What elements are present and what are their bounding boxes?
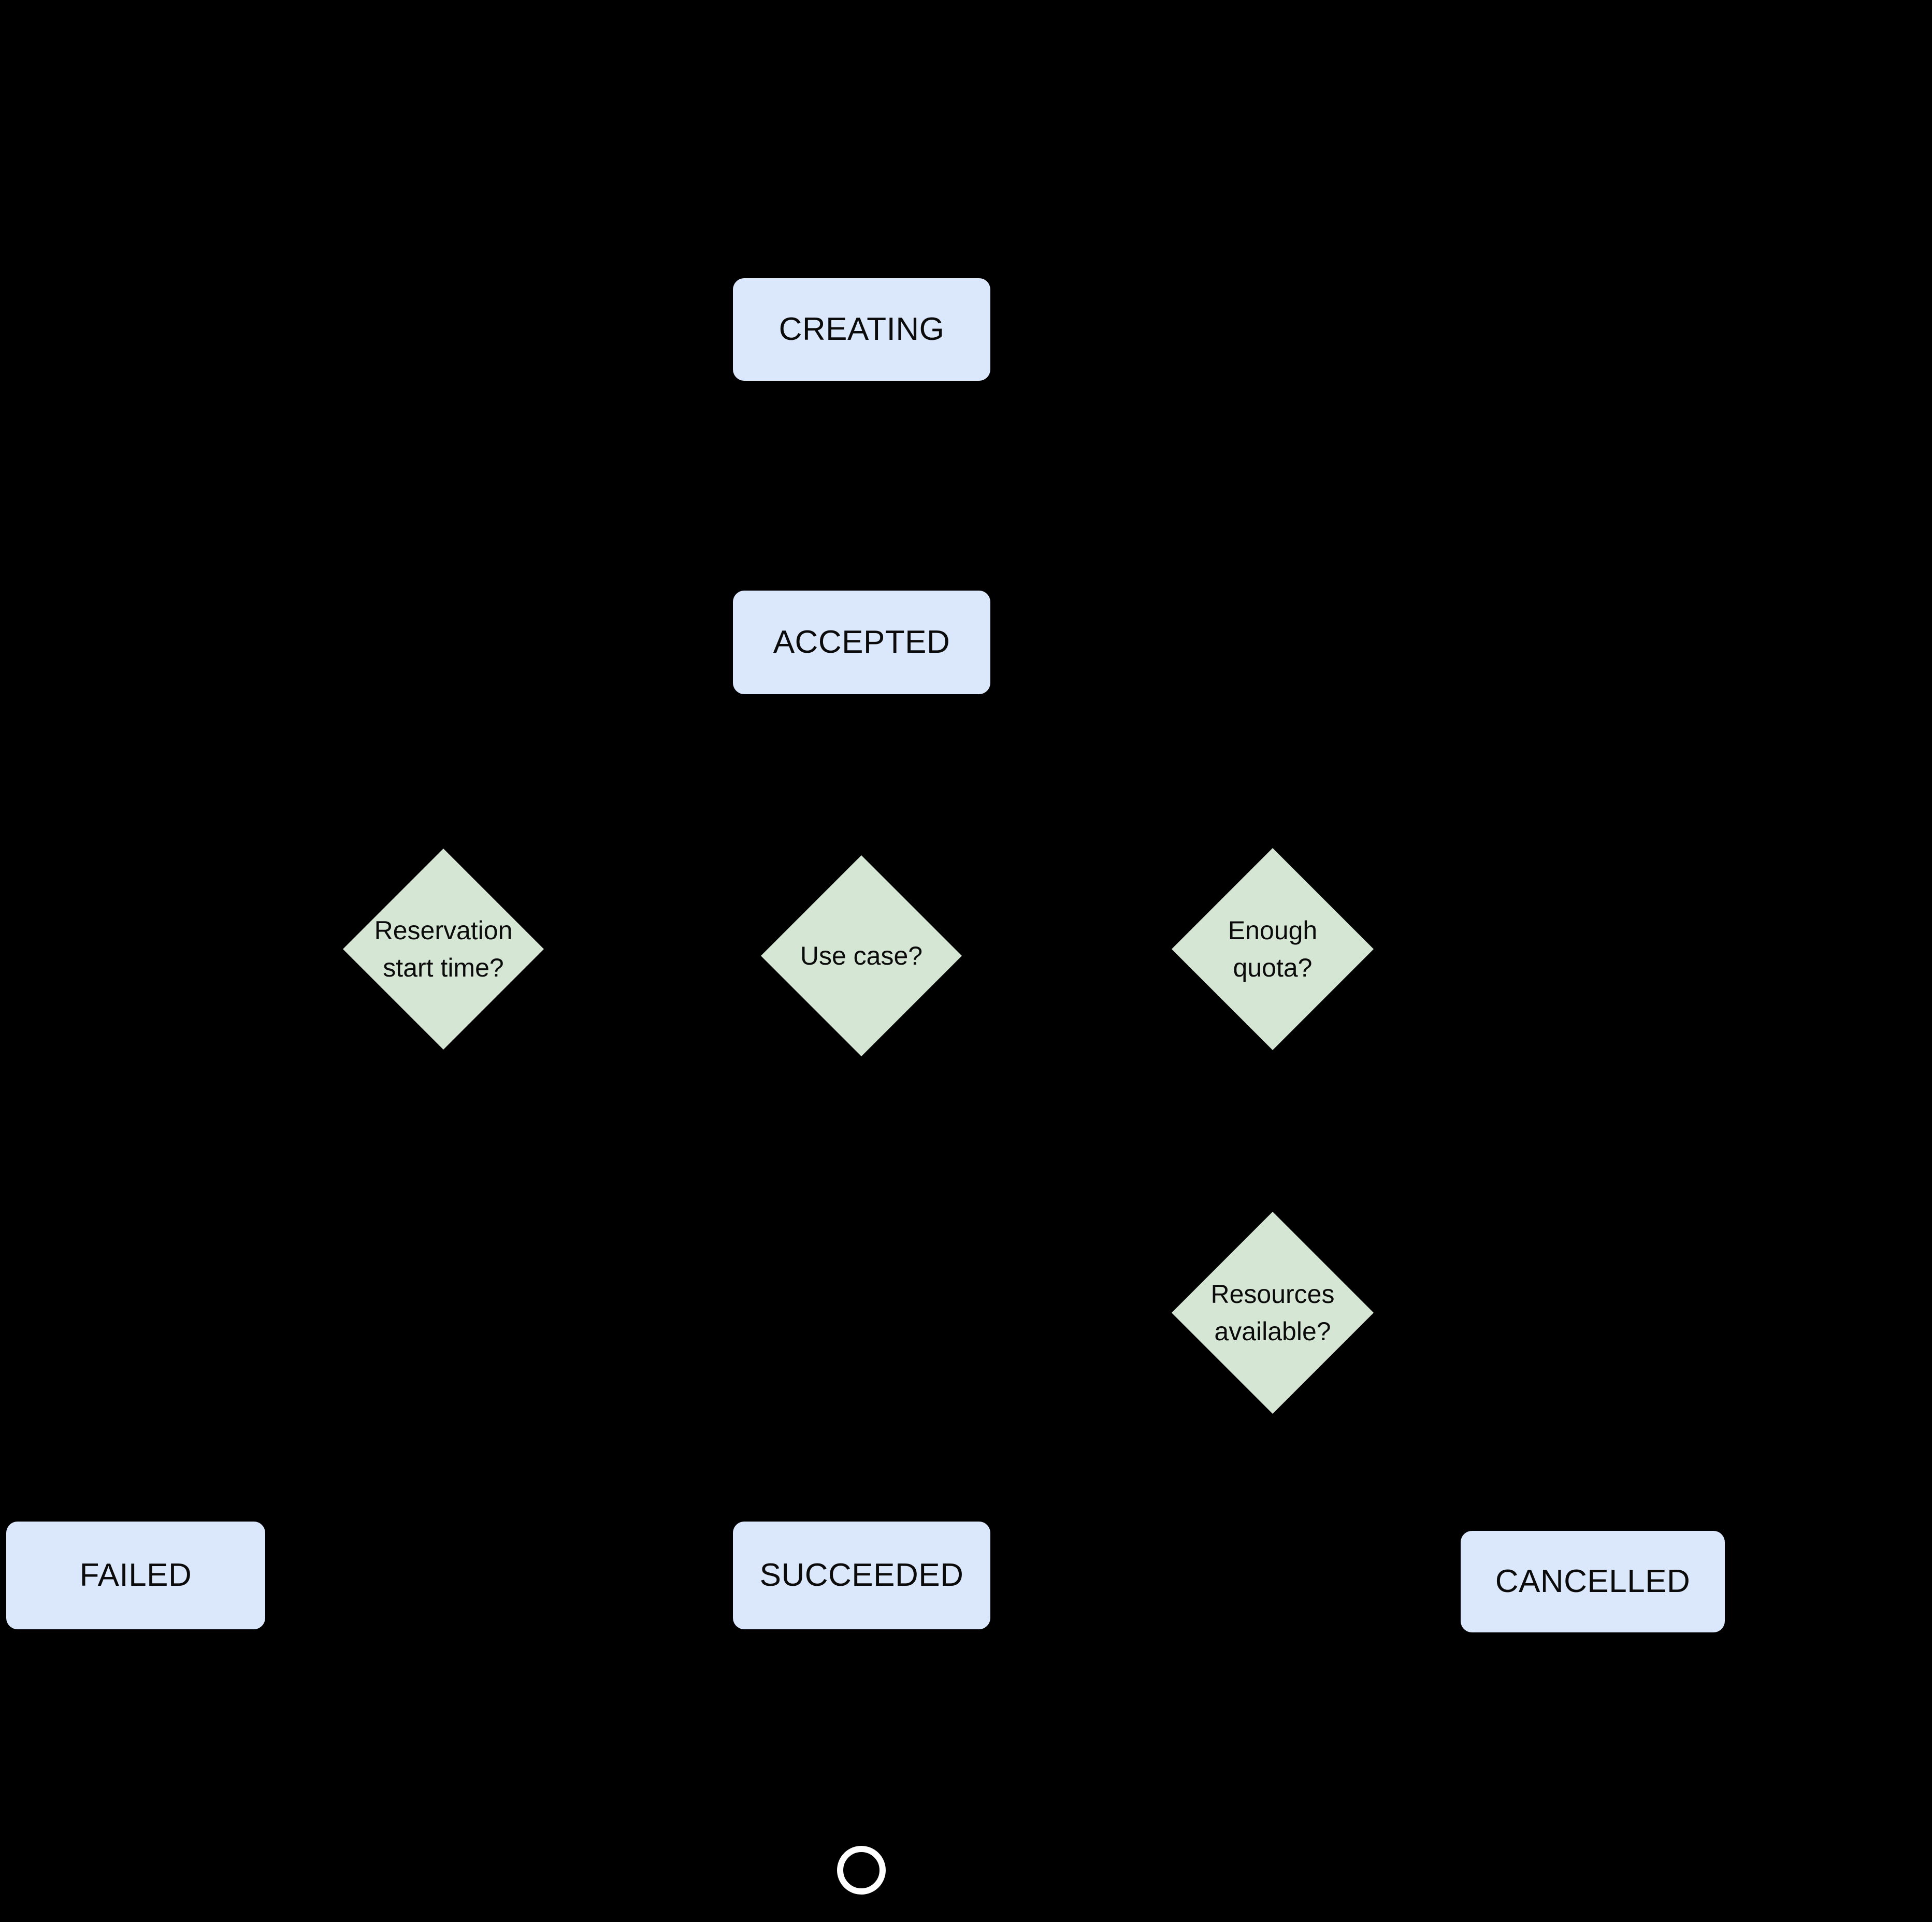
decision-use-case[interactable]: Use case? xyxy=(761,855,962,1056)
decision-enough-quota-label: Enough quota? xyxy=(1228,915,1318,983)
decision-enough-quota[interactable]: Enough quota? xyxy=(1172,848,1374,1050)
state-cancelled[interactable]: CANCELLED xyxy=(1461,1531,1725,1632)
edge-accepted-reservation xyxy=(442,694,863,849)
decision-reservation-start-time-label: Reservation start time? xyxy=(374,915,513,983)
edge-resources-cancelled xyxy=(1271,1414,1594,1531)
edge-reservation-failed xyxy=(134,1050,445,1522)
decision-resources-available[interactable]: Resources available? xyxy=(1172,1212,1374,1414)
state-failed[interactable]: FAILED xyxy=(6,1522,265,1629)
state-creating[interactable]: CREATING xyxy=(733,278,990,381)
edge-accepted-quota xyxy=(860,694,1274,848)
end-node-ring xyxy=(837,1846,886,1895)
decision-reservation-start-time[interactable]: Reservation start time? xyxy=(343,849,544,1050)
state-accepted[interactable]: ACCEPTED xyxy=(733,591,990,694)
decision-use-case-label: Use case? xyxy=(800,941,923,970)
decision-resources-available-label: Resources available? xyxy=(1210,1279,1335,1346)
state-succeeded[interactable]: SUCCEEDED xyxy=(733,1522,990,1629)
